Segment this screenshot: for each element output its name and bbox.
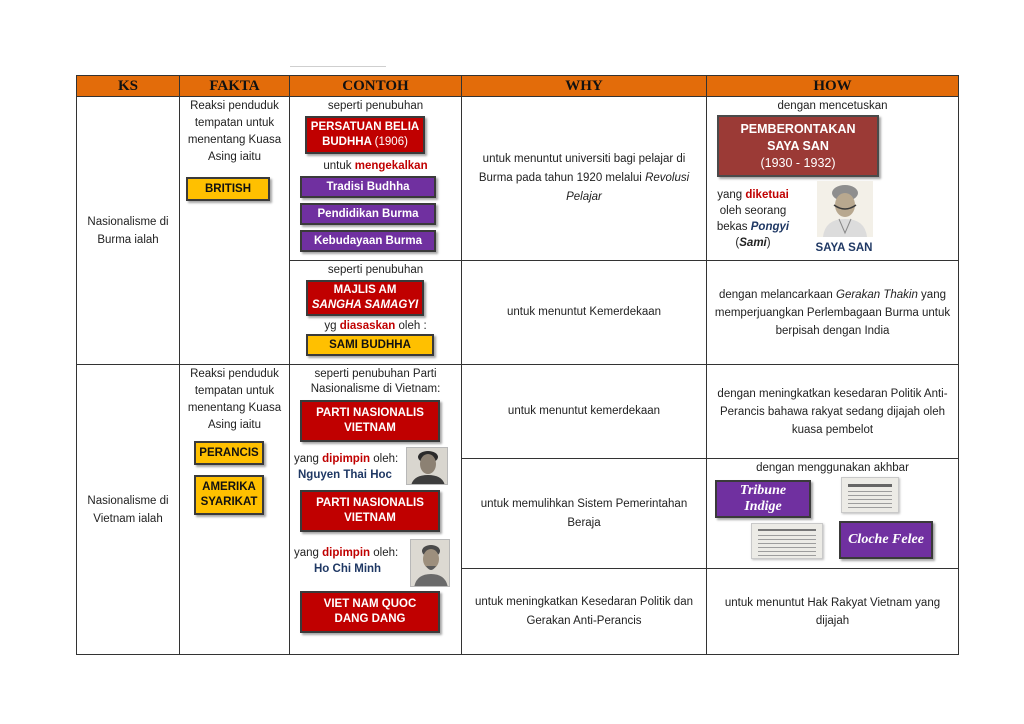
amerika-syarikat-box: AMERIKA SYARIKAT [194,475,264,515]
vietnam-fakta-cell: Reaksi penduduk tempatan untuk menentang… [179,364,290,655]
burma-fakta-cell: Reaksi penduduk tempatan untuk menentang… [179,96,290,365]
vietnam-how-1-cell: dengan meningkatkan kesedaran Politik An… [706,364,959,459]
vietnam-how-2-lead: dengan menggunakan akhbar [756,462,909,474]
parti-nasionalis-vietnam-box-1: PARTI NASIONALIS VIETNAM [300,400,440,442]
burma-row-1: Nasionalisme di Burma ialah Reaksi pendu… [76,96,959,365]
burma-ks-cell: Nasionalisme di Burma ialah [76,96,180,365]
kebudayaan-burma-box: Kebudayaan Burma [300,230,436,252]
nationalism-table: KS FAKTA CONTOH WHY HOW Nasionalisme di … [76,75,959,655]
burma-how-1-lead: dengan mencetuskan [777,100,888,112]
burma-contoh-2-lead: seperti penubuhan [327,264,424,276]
revolusi-pelajar-text: Revolusi Pelajar [566,172,690,203]
burma-why-2-text: untuk menuntut Kemerdekaan [506,306,662,318]
vietnam-row-1: Nasionalisme di Vietnam ialah Reaksi pen… [76,364,959,655]
mengekalkan-label: untuk mengekalkan [323,160,428,172]
persatuan-belia-budhha-box: PERSATUAN BELIA BUDHHA (1906) [305,116,425,154]
vietnam-how-2-cell: dengan menggunakan akhbar Tribune Indige… [706,458,959,569]
burma-row-2: seperti penubuhan MAJLIS AM SANGHA SAMAG… [77,260,959,365]
vietnam-how-3-cell: untuk menuntut Hak Rakyat Vietnam yang d… [706,568,959,655]
vietnam-ks-cell: Nasionalisme di Vietnam ialah [76,364,180,655]
ho-chi-minh-name: Ho Chi Minh [314,563,382,575]
vietnam-contoh-lead: seperti penubuhan Parti Nasionalisme di … [310,368,441,395]
header-contoh: CONTOH [289,75,462,97]
vietnam-fakta-text: Reaksi penduduk tempatan untuk menentang… [187,368,282,431]
vietnam-why-1-text: untuk menuntut kemerdekaan [507,405,661,417]
header-how: HOW [706,75,959,97]
cloche-newspaper-image [751,523,823,559]
vietnam-why-2-text: untuk memulihkan Sistem Pemerintahan Ber… [480,497,688,529]
tribune-indige-box: Tribune Indige [715,480,811,518]
nguyen-thai-hoc-photo [406,447,448,485]
viet-nam-quoc-dang-dang-box: VIET NAM QUOC DANG DANG [300,591,440,633]
tribune-newspaper-image [841,477,899,513]
vietnam-why-2-cell: untuk memulihkan Sistem Pemerintahan Ber… [461,458,707,569]
saya-san-portrait-icon [817,181,873,237]
vietnam-how-3-text: untuk menuntut Hak Rakyat Vietnam yang d… [724,596,941,627]
saya-san-portrait [817,181,873,237]
vietnam-how-1-text: dengan meningkatkan kesedaran Politik An… [717,387,948,436]
vietnam-why-3-cell: untuk meningkatkan Kesedaran Politik dan… [461,568,707,655]
header-row: KS FAKTA CONTOH WHY HOW [76,75,959,97]
header-ks: KS [76,75,180,97]
cloche-felee-box: Cloche Felee [839,521,933,559]
burma-why-1-cell: untuk menuntut universiti bagi pelajar d… [461,96,707,261]
ho-chi-minh-photo-icon [411,540,449,586]
pemberontakan-saya-san-box: PEMBERONTAKAN SAYA SAN (1930 - 1932) [717,115,879,177]
diketuai-label: yang diketuai oleh seorang bekas Pongyi … [716,189,790,249]
nguyen-thai-hoc-photo-icon [407,448,447,484]
burma-contoh-1-lead: seperti penubuhan [327,100,424,112]
vietnam-why-1-cell: untuk menuntut kemerdekaan [461,364,707,459]
perancis-box: PERANCIS [194,441,264,465]
vietnam-ks-text: Nasionalisme di Vietnam ialah [87,494,169,525]
ho-chi-minh-photo [410,539,450,587]
burma-why-1-text: untuk menuntut universiti bagi pelajar d… [478,153,686,184]
tradisi-budhha-box: Tradisi Budhha [300,176,436,198]
vietnam-row-3: untuk meningkatkan Kesedaran Politik dan… [77,568,959,655]
sami-budhha-box: SAMI BUDHHA [306,334,434,356]
burma-contoh-2-cell: seperti penubuhan MAJLIS AM SANGHA SAMAG… [289,260,462,365]
british-box: BRITISH [186,177,270,201]
pendidikan-burma-box: Pendidikan Burma [300,203,436,225]
header-fakta: FAKTA [179,75,290,97]
burma-how-1-cell: dengan mencetuskan PEMBERONTAKAN SAYA SA… [706,96,959,261]
vietnam-row-2: untuk memulihkan Sistem Pemerintahan Ber… [77,458,959,569]
nguyen-thai-hoc-name: Nguyen Thai Hoc [298,469,392,481]
saya-san-name: SAYA SAN [815,242,873,254]
parti-nasionalis-vietnam-box-2: PARTI NASIONALIS VIETNAM [300,490,440,532]
vietnam-contoh-cell: seperti penubuhan Parti Nasionalisme di … [289,364,462,655]
burma-how-2-cell: dengan melancarkaan Gerakan Thakin yang … [706,260,959,365]
vietnam-why-3-text: untuk meningkatkan Kesedaran Politik dan… [474,595,693,627]
burma-ks-text: Nasionalisme di Burma ialah [87,215,169,246]
burma-contoh-1-cell: seperti penubuhan PERSATUAN BELIA BUDHHA… [289,96,462,261]
gerakan-thakin-text: Gerakan Thakin [836,288,918,301]
burma-why-2-cell: untuk menuntut Kemerdekaan [461,260,707,365]
diasaskan-label: yg diasaskan oleh : [324,320,427,332]
burma-fakta-text: Reaksi penduduk tempatan untuk menentang… [187,100,282,163]
dipimpin-label-2: yang dipimpin oleh: [294,547,399,559]
majlis-am-box: MAJLIS AM SANGHA SAMAGYI [306,280,424,316]
header-why: WHY [461,75,707,97]
top-rule [290,66,386,67]
dipimpin-label-1: yang dipimpin oleh: [294,453,399,465]
